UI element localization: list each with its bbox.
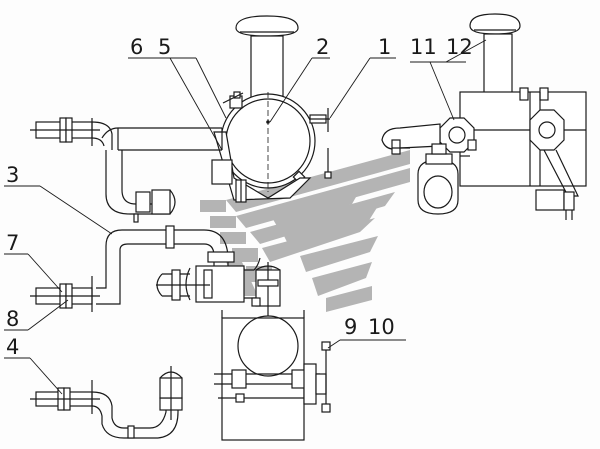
air-cleaner-lower [214, 310, 331, 441]
intake-tube-upper [101, 127, 223, 223]
callout-12: 12 [446, 35, 473, 59]
leader-lines [4, 39, 487, 395]
air-cleaner-right [381, 13, 587, 220]
callout-8: 8 [6, 307, 19, 331]
hose-upper-left [30, 117, 113, 150]
callout-1: 1 [378, 35, 391, 59]
callout-9: 9 [344, 315, 357, 339]
callout-3: 3 [6, 163, 19, 187]
callout-labels: 6 5 2 1 11 12 3 7 8 4 9 10 [6, 35, 473, 359]
hose-lower-left [30, 366, 183, 439]
callout-6: 6 [130, 35, 143, 59]
hose-middle-left [30, 225, 281, 316]
callout-2: 2 [316, 35, 329, 59]
callout-5: 5 [158, 35, 171, 59]
callout-11: 11 [410, 35, 437, 59]
callout-10: 10 [368, 315, 395, 339]
callout-4: 4 [6, 335, 19, 359]
callout-7: 7 [6, 231, 19, 255]
air-cleaner-main [211, 15, 332, 203]
